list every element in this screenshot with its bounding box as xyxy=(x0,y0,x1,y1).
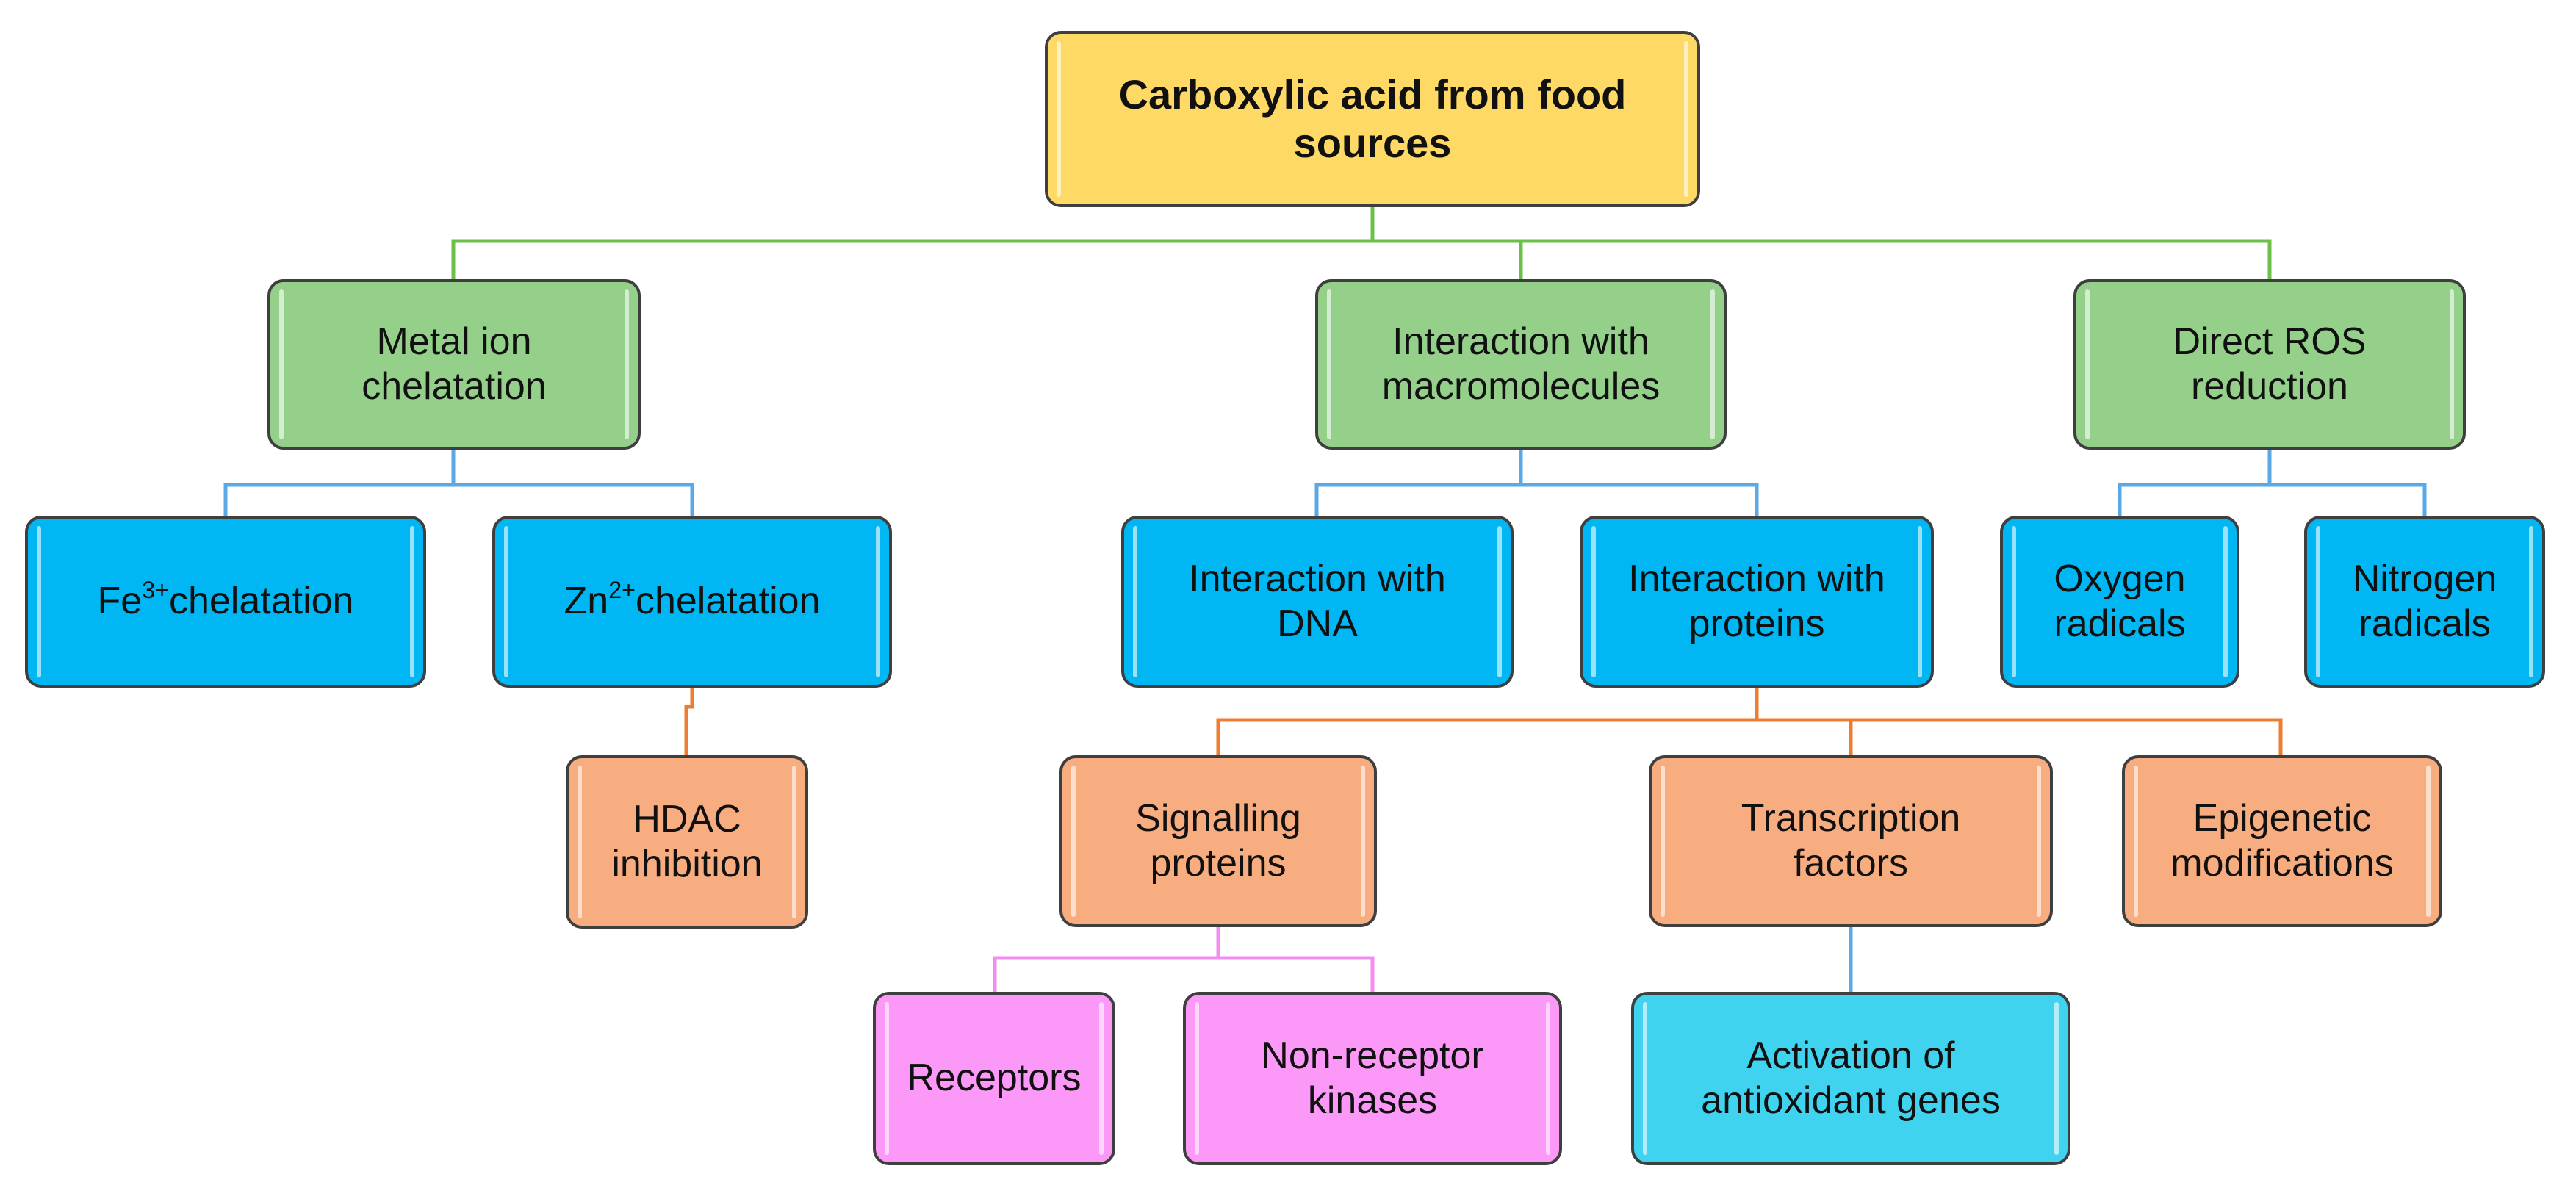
dna-label-line2: DNA xyxy=(1277,602,1358,645)
proteins-label-line1: Interaction with xyxy=(1628,557,1885,600)
level3-connectors xyxy=(684,688,2283,755)
transcription-label-line2: factors xyxy=(1793,842,1909,885)
nitrogen-label-line2: radicals xyxy=(2359,602,2491,645)
transcription-label-line1: Transcription xyxy=(1741,796,1961,840)
oxygen-label-line1: Oxygen xyxy=(2054,557,2186,600)
macro-label-line1: Interaction with xyxy=(1392,320,1649,363)
hdac-label-line1: HDAC xyxy=(633,797,741,840)
nonreceptor-label-line1: Non-receptor xyxy=(1261,1034,1484,1077)
proteins-label-line2: proteins xyxy=(1688,602,1825,645)
epigenetic-label-line2: modifications xyxy=(2170,842,2394,885)
ros-label-line1: Direct ROS xyxy=(2173,320,2367,363)
nonreceptor-label-line2: kinases xyxy=(1307,1079,1438,1122)
macro-label-line2: macromolecules xyxy=(1381,365,1661,408)
metal-label-line2: chelatation xyxy=(361,365,547,408)
fe-symbol: Fe xyxy=(97,580,143,623)
nitrogen-label-line1: Nitrogen xyxy=(2352,557,2497,600)
activation-label-line2: antioxidant genes xyxy=(1701,1079,2001,1122)
signalling-label-line1: Signalling xyxy=(1135,796,1301,840)
node-receptors: Receptors xyxy=(873,992,1115,1165)
hdac-label-line2: inhibition xyxy=(611,843,763,885)
dna-label-line1: Interaction with xyxy=(1189,557,1446,600)
node-zn-chelatation: Zn2+chelatation xyxy=(492,516,892,688)
signalling-label-line2: proteins xyxy=(1150,842,1287,885)
zn-charge: 2+ xyxy=(608,576,636,603)
epigenetic-label-line1: Epigenetic xyxy=(2192,796,2372,840)
root-connectors xyxy=(451,207,2272,279)
zn-symbol: Zn xyxy=(564,580,609,623)
root-label-line1: Carboxylic acid from food xyxy=(1118,71,1627,118)
oxygen-label-line2: radicals xyxy=(2054,602,2186,645)
node-fe-chelatation: Fe3+chelatation xyxy=(25,516,426,688)
root-label-line2: sources xyxy=(1293,120,1452,166)
level4-connectors xyxy=(993,927,1853,992)
zn-label: chelatation xyxy=(635,580,821,623)
fe-charge: 3+ xyxy=(142,576,169,603)
ros-label-line2: reduction xyxy=(2191,365,2348,408)
level2-connectors xyxy=(223,450,2427,516)
metal-label-line1: Metal ion xyxy=(376,320,532,363)
receptors-label: Receptors xyxy=(907,1056,1082,1100)
fe-label: chelatation xyxy=(168,580,354,623)
activation-label-line1: Activation of xyxy=(1746,1034,1955,1077)
